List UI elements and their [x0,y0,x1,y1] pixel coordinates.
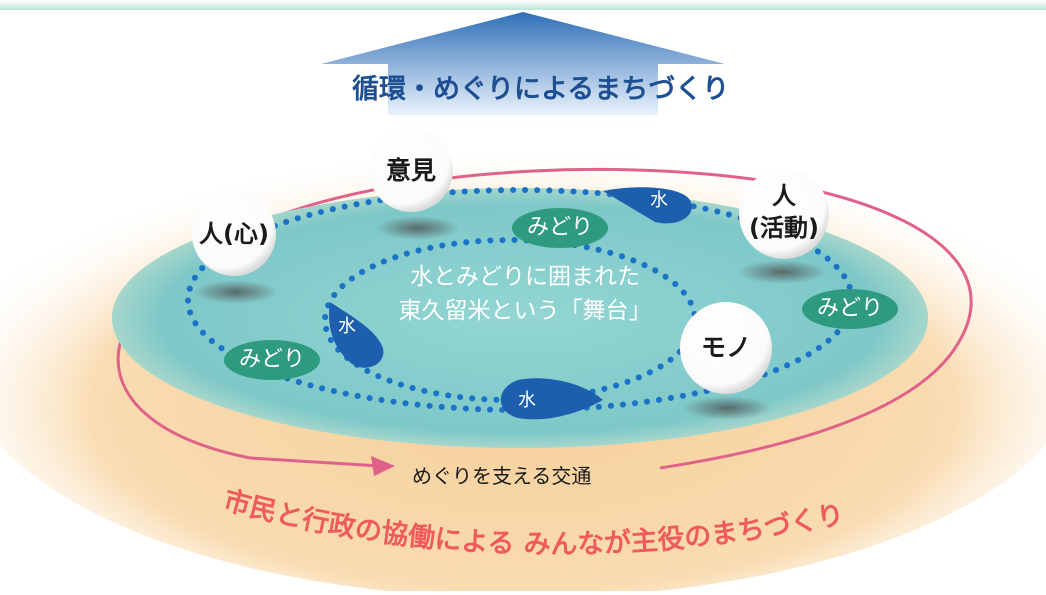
node-label-hito-katsudo-2: (活動) [749,214,819,242]
transport-label: めぐりを支える交通 [412,464,592,488]
midori-label-top: みどり [526,215,593,240]
water-drop-top [603,187,692,224]
top-strip [0,0,1046,10]
ring-arrowhead [371,456,395,476]
ring-arrow-line [249,456,381,468]
water-drop-bottom [500,378,603,420]
node-ball-mono [680,302,772,394]
midori-oval-left [224,340,320,380]
node-label-hito-katsudo-1: 人 [772,182,796,210]
shadow-iken [376,216,460,240]
midori-oval-top [512,208,608,248]
stage-text-line1: 水とみどりに囲まれた [410,264,640,290]
node-label-hito-kokoro: 人(心) [199,220,269,248]
stage-text-line2: 東久留米という「舞台」 [398,298,652,324]
shadow-mono [682,396,772,420]
node-label-mono: モノ [700,333,751,362]
water-label-top: 水 [650,190,668,211]
water-label-bottom: 水 [518,390,536,411]
water-drop-left [329,302,384,368]
node-label-iken: 意見 [385,156,436,185]
water-label-left: 水 [338,316,356,337]
node-ball-hito-katsudo [739,169,829,259]
up-arrow [321,12,725,115]
shadow-hito-katsudo [737,260,827,284]
node-ball-hito-kokoro [192,192,276,276]
shadow-hito-kokoro [194,280,278,304]
midori-label-left: みどり [238,347,305,372]
slogan-text: 市民と行政の協働による みんなが主役のまちづくり [220,484,847,560]
arrow-label: 循環・めぐりによるまちづくり [352,74,730,105]
midori-label-right: みどり [816,296,883,321]
midori-oval-right [802,289,898,329]
slogan-textpath: 市民と行政の協働による みんなが主役のまちづくり [220,484,847,560]
node-ball-iken [369,128,453,212]
